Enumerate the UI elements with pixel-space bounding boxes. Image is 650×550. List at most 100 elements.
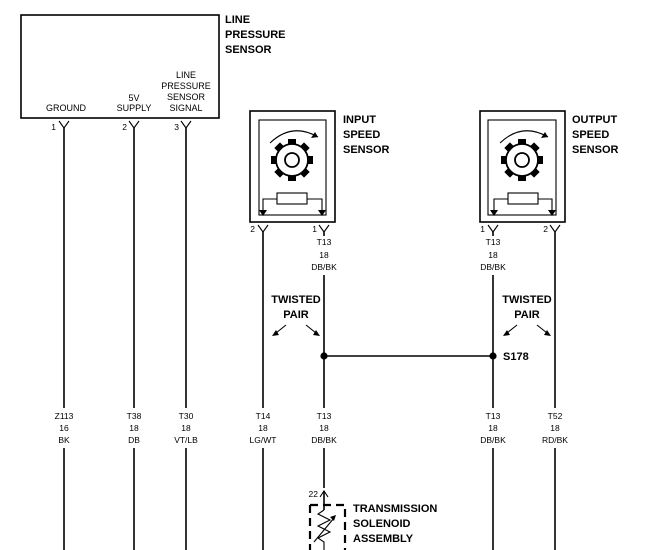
twisted-pair-left-line-1: TWISTED [271, 294, 321, 306]
iss-wire-color: DB/BK [311, 262, 337, 272]
iss-coil-icon [276, 192, 308, 205]
iss-gear-icon [271, 139, 313, 181]
transmission-solenoid-assembly: 22 TRANSMISSION SOLENOID ASSEMBLY [308, 489, 437, 550]
oss-pin1-connector-icon [487, 224, 499, 233]
output-speed-sensor: OUTPUT SPEED SENSOR 1 2 [479, 110, 619, 234]
iss-wire-circuit: T13 [317, 237, 332, 247]
oss-gear-icon [501, 139, 543, 181]
wire-label-color: RD/BK [542, 435, 568, 445]
twisted-pair-left-line-2: PAIR [283, 309, 309, 321]
twisted-pair-left: TWISTED PAIR [271, 294, 321, 336]
wire-label-circuit: Z113 [55, 411, 74, 421]
lps-pin3-number: 3 [174, 122, 179, 132]
wire-label-circuit: T30 [179, 411, 194, 421]
wire-label-gauge: 18 [258, 423, 268, 433]
splice-node-s178 [489, 352, 497, 360]
lps-pin2-number: 2 [122, 122, 127, 132]
solenoid-variable-arrowhead-icon [330, 515, 336, 521]
lps-pin3-label-line-4: SIGNAL [169, 103, 202, 113]
solenoid-variable-arrow-icon [313, 517, 335, 543]
wire-label-gauge: 16 [59, 423, 69, 433]
lps-pin1-connector-icon [58, 120, 70, 129]
oss-title-line-3: SENSOR [572, 144, 619, 156]
lps-title-line-1: LINE [225, 14, 250, 26]
lps-title-line-3: SENSOR [225, 44, 272, 56]
oss-title-line-1: OUTPUT [572, 114, 618, 126]
lps-pin2-label-line-2: SUPPLY [117, 103, 152, 113]
lps-pin1-number: 1 [51, 122, 56, 132]
twisted-pair-left-arrow-left-icon [275, 324, 287, 334]
oss-rotation-arrowhead-icon [541, 132, 548, 138]
splice-label: S178 [503, 351, 529, 363]
oss-lead-arrow-right-icon [548, 210, 556, 216]
twisted-pair-right-arrowhead-right-icon [544, 330, 551, 336]
oss-pin1-number: 1 [480, 224, 485, 234]
wire-label-circuit: T52 [548, 411, 563, 421]
lps-pin3-label-line-2: PRESSURE [161, 81, 211, 91]
wire-label-circuit: T13 [486, 411, 501, 421]
wire-label-color: VT/LB [174, 435, 198, 445]
wire-label-circuit: T13 [317, 411, 332, 421]
twisted-pair-right-arrow-left-icon [506, 324, 518, 334]
lps-pin2-connector-icon [128, 120, 140, 129]
twisted-pair-left-arrowhead-left-icon [272, 330, 279, 336]
line-pressure-sensor-box [20, 14, 220, 119]
wire-label-gauge: 18 [181, 423, 191, 433]
oss-wire-circuit: T13 [486, 237, 501, 247]
twisted-pair-right-line-1: TWISTED [502, 294, 552, 306]
lps-pin3-connector-icon [180, 120, 192, 129]
oss-pin2-number: 2 [543, 224, 548, 234]
oss-wire-color: DB/BK [480, 262, 506, 272]
iss-coil-lead-left [262, 198, 277, 215]
oss-title-line-2: SPEED [572, 129, 609, 141]
wire-label-color: DB/BK [311, 435, 337, 445]
lps-title-line-2: PRESSURE [225, 29, 286, 41]
oss-wire-gauge: 18 [488, 250, 498, 260]
solenoid-title-line-3: ASSEMBLY [353, 533, 414, 545]
lps-pin3-label-line-1: LINE [176, 70, 196, 80]
solenoid-resistor-icon [316, 509, 332, 550]
twisted-pair-right-arrowhead-left-icon [503, 330, 510, 336]
oss-coil-icon [507, 192, 539, 205]
twisted-pair-right-line-2: PAIR [514, 309, 540, 321]
line-pressure-sensor: LINE PRESSURE SENSOR GROUND 5V SUPPLY LI… [20, 14, 286, 132]
iss-wire-gauge: 18 [319, 250, 329, 260]
lps-pin3-label-line-3: SENSOR [167, 92, 206, 102]
upper-wire-labels: T13 18 DB/BK T13 18 DB/BK [311, 237, 506, 272]
iss-lead-arrow-left-icon [259, 210, 267, 216]
iss-coil-lead-right [307, 198, 323, 215]
solenoid-title-line-2: SOLENOID [353, 518, 411, 530]
input-speed-sensor-box [249, 110, 336, 223]
iss-title-line-2: SPEED [343, 129, 380, 141]
iss-pin2-number: 2 [250, 224, 255, 234]
solenoid-dashed-housing [308, 503, 347, 550]
oss-coil-lead-right [538, 198, 553, 215]
output-speed-sensor-box [479, 110, 566, 223]
twisted-pair-right: TWISTED PAIR [502, 294, 552, 336]
twisted-pair-left-arrowhead-right-icon [313, 330, 320, 336]
lps-pin1-label: GROUND [46, 103, 86, 113]
iss-title-line-1: INPUT [343, 114, 376, 126]
lower-wire-labels: Z113 16 BK T38 18 DB T30 18 VT/LB T14 18… [55, 411, 569, 445]
wire-label-gauge: 18 [319, 423, 329, 433]
iss-pin1-number: 1 [312, 224, 317, 234]
oss-coil-lead-left [493, 198, 508, 215]
iss-rotation-arrowhead-icon [311, 132, 318, 138]
wire-label-gauge: 18 [129, 423, 139, 433]
solenoid-pin-number: 22 [309, 489, 319, 499]
wire-label-circuit: T38 [127, 411, 142, 421]
splice-node-left [320, 352, 328, 360]
iss-pin1-connector-icon [318, 224, 330, 233]
solenoid-title-line-1: TRANSMISSION [353, 503, 437, 515]
input-speed-sensor-inner-box [258, 119, 327, 216]
oss-lead-arrow-left-icon [490, 210, 498, 216]
twisted-pair-right-arrow-right-icon [536, 324, 548, 334]
wire-label-circuit: T14 [256, 411, 271, 421]
wire-label-gauge: 18 [550, 423, 560, 433]
iss-pin2-connector-icon [257, 224, 269, 233]
wire-label-color: BK [58, 435, 70, 445]
input-speed-sensor: INPUT SPEED SENSOR 2 1 [249, 110, 390, 234]
wire-label-color: DB/BK [480, 435, 506, 445]
wire-label-color: LG/WT [250, 435, 277, 445]
